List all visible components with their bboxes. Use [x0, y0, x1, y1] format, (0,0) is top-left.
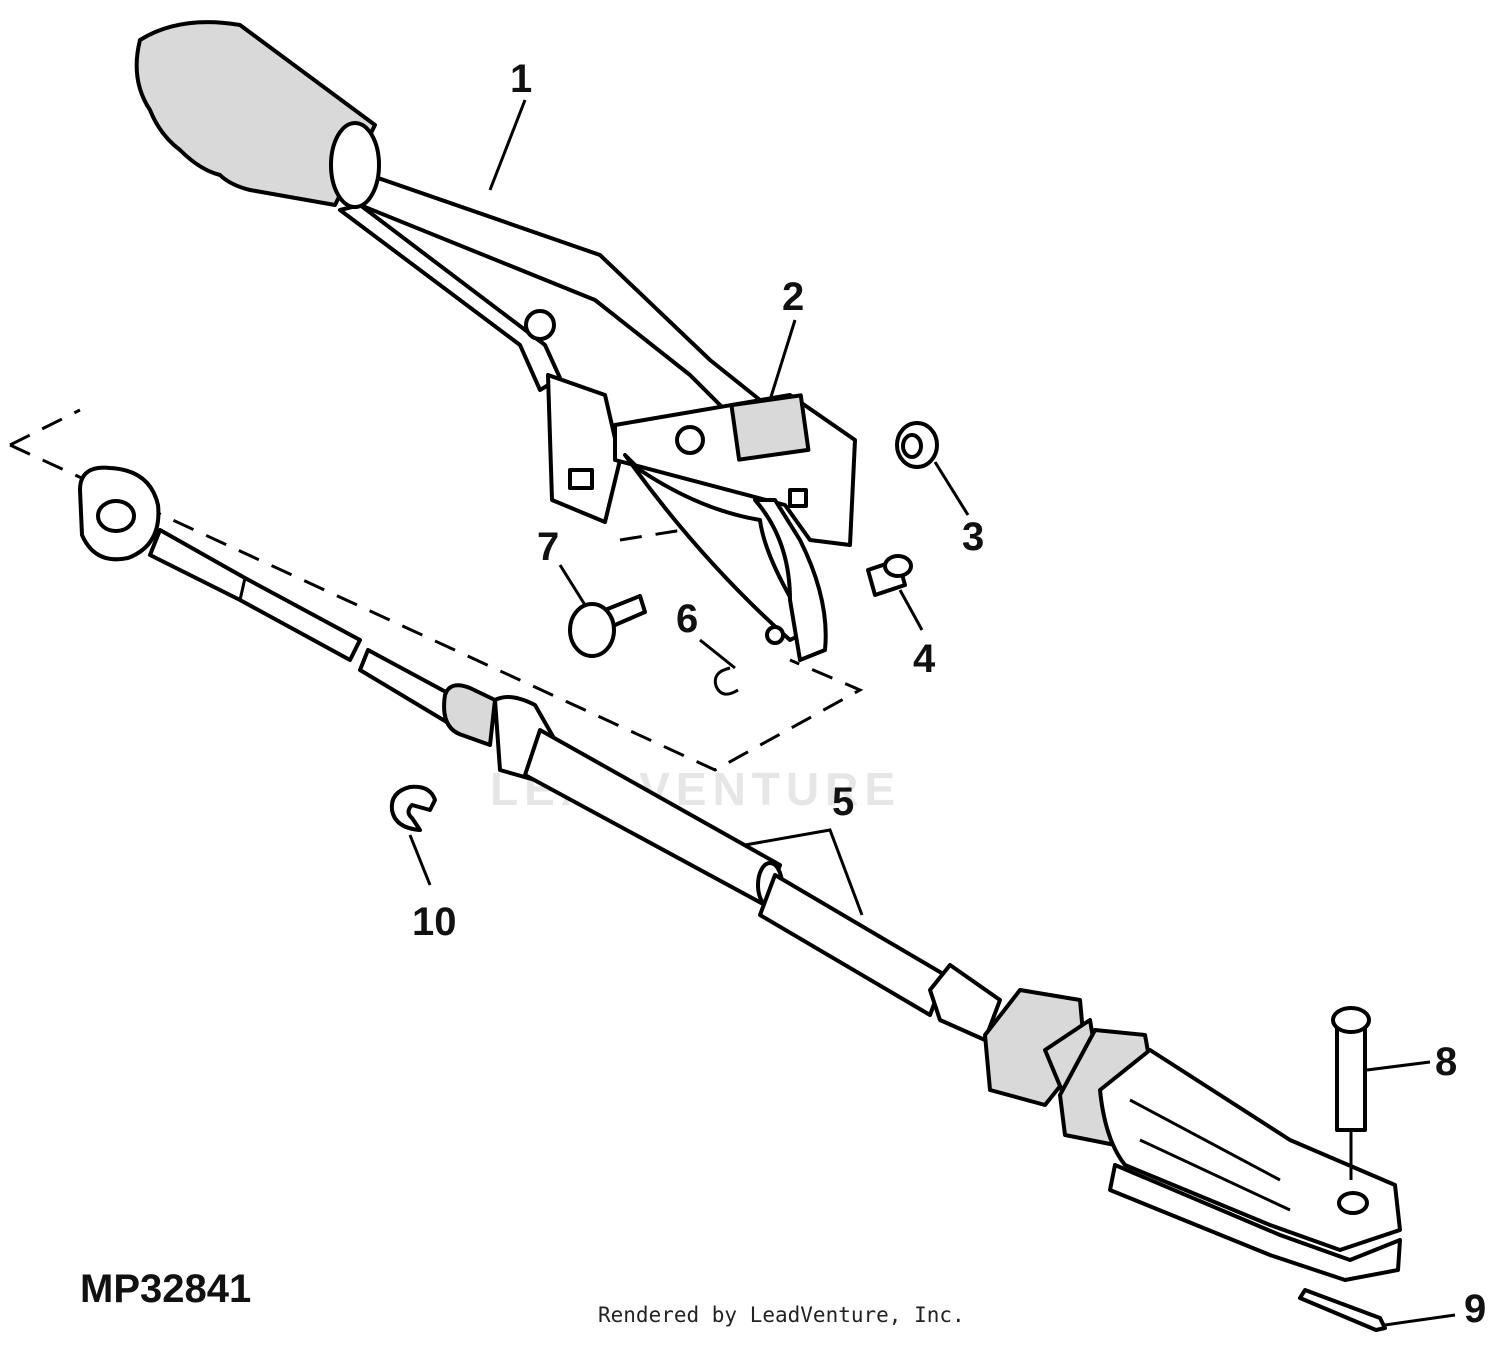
bolt: [568, 594, 647, 658]
callout-6: 6: [676, 597, 698, 641]
callout-5: 5: [832, 780, 854, 824]
callout-10: 10: [412, 900, 457, 944]
callout-8: 8: [1435, 1040, 1457, 1084]
snap-ring: [713, 666, 739, 696]
retaining-clip: [389, 784, 437, 832]
exploded-view-plane: [9, 408, 864, 772]
figure-id: MP32841: [80, 1267, 251, 1311]
callout-1: 1: [510, 57, 532, 101]
nut: [895, 421, 939, 469]
cotter-pin: [1298, 1288, 1387, 1332]
callout-4: 4: [913, 637, 936, 681]
leader-lines: [408, 99, 1456, 1327]
callout-2: 2: [782, 275, 804, 319]
render-credit: Rendered by LeadVenture, Inc.: [598, 1303, 965, 1327]
brake-cable: [78, 465, 1402, 1282]
bushing: [866, 554, 913, 597]
callout-9: 9: [1464, 1287, 1486, 1331]
clevis-pin: [1331, 1006, 1371, 1180]
callout-3: 3: [962, 515, 984, 559]
callout-7: 7: [537, 525, 559, 569]
switch-assembly: [613, 393, 857, 662]
